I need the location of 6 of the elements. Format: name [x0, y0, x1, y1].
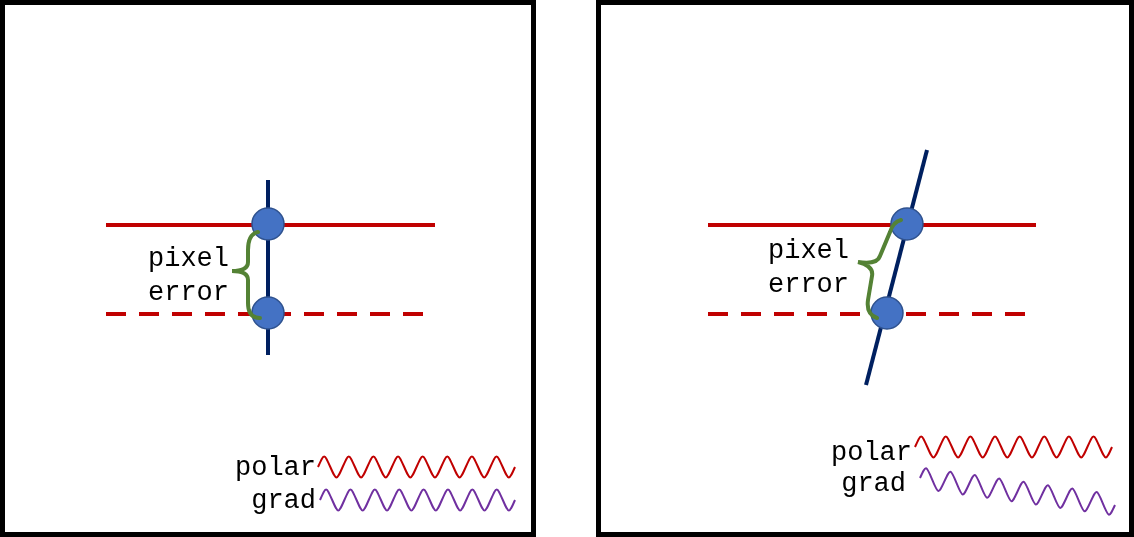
legend-label: polar — [831, 438, 912, 468]
legend-label: grad — [841, 469, 906, 499]
legend-label: polar — [235, 453, 316, 483]
legend-label: grad — [251, 486, 316, 516]
annotation-text: pixel error — [148, 243, 230, 310]
annotation-text: pixel error — [768, 235, 850, 302]
